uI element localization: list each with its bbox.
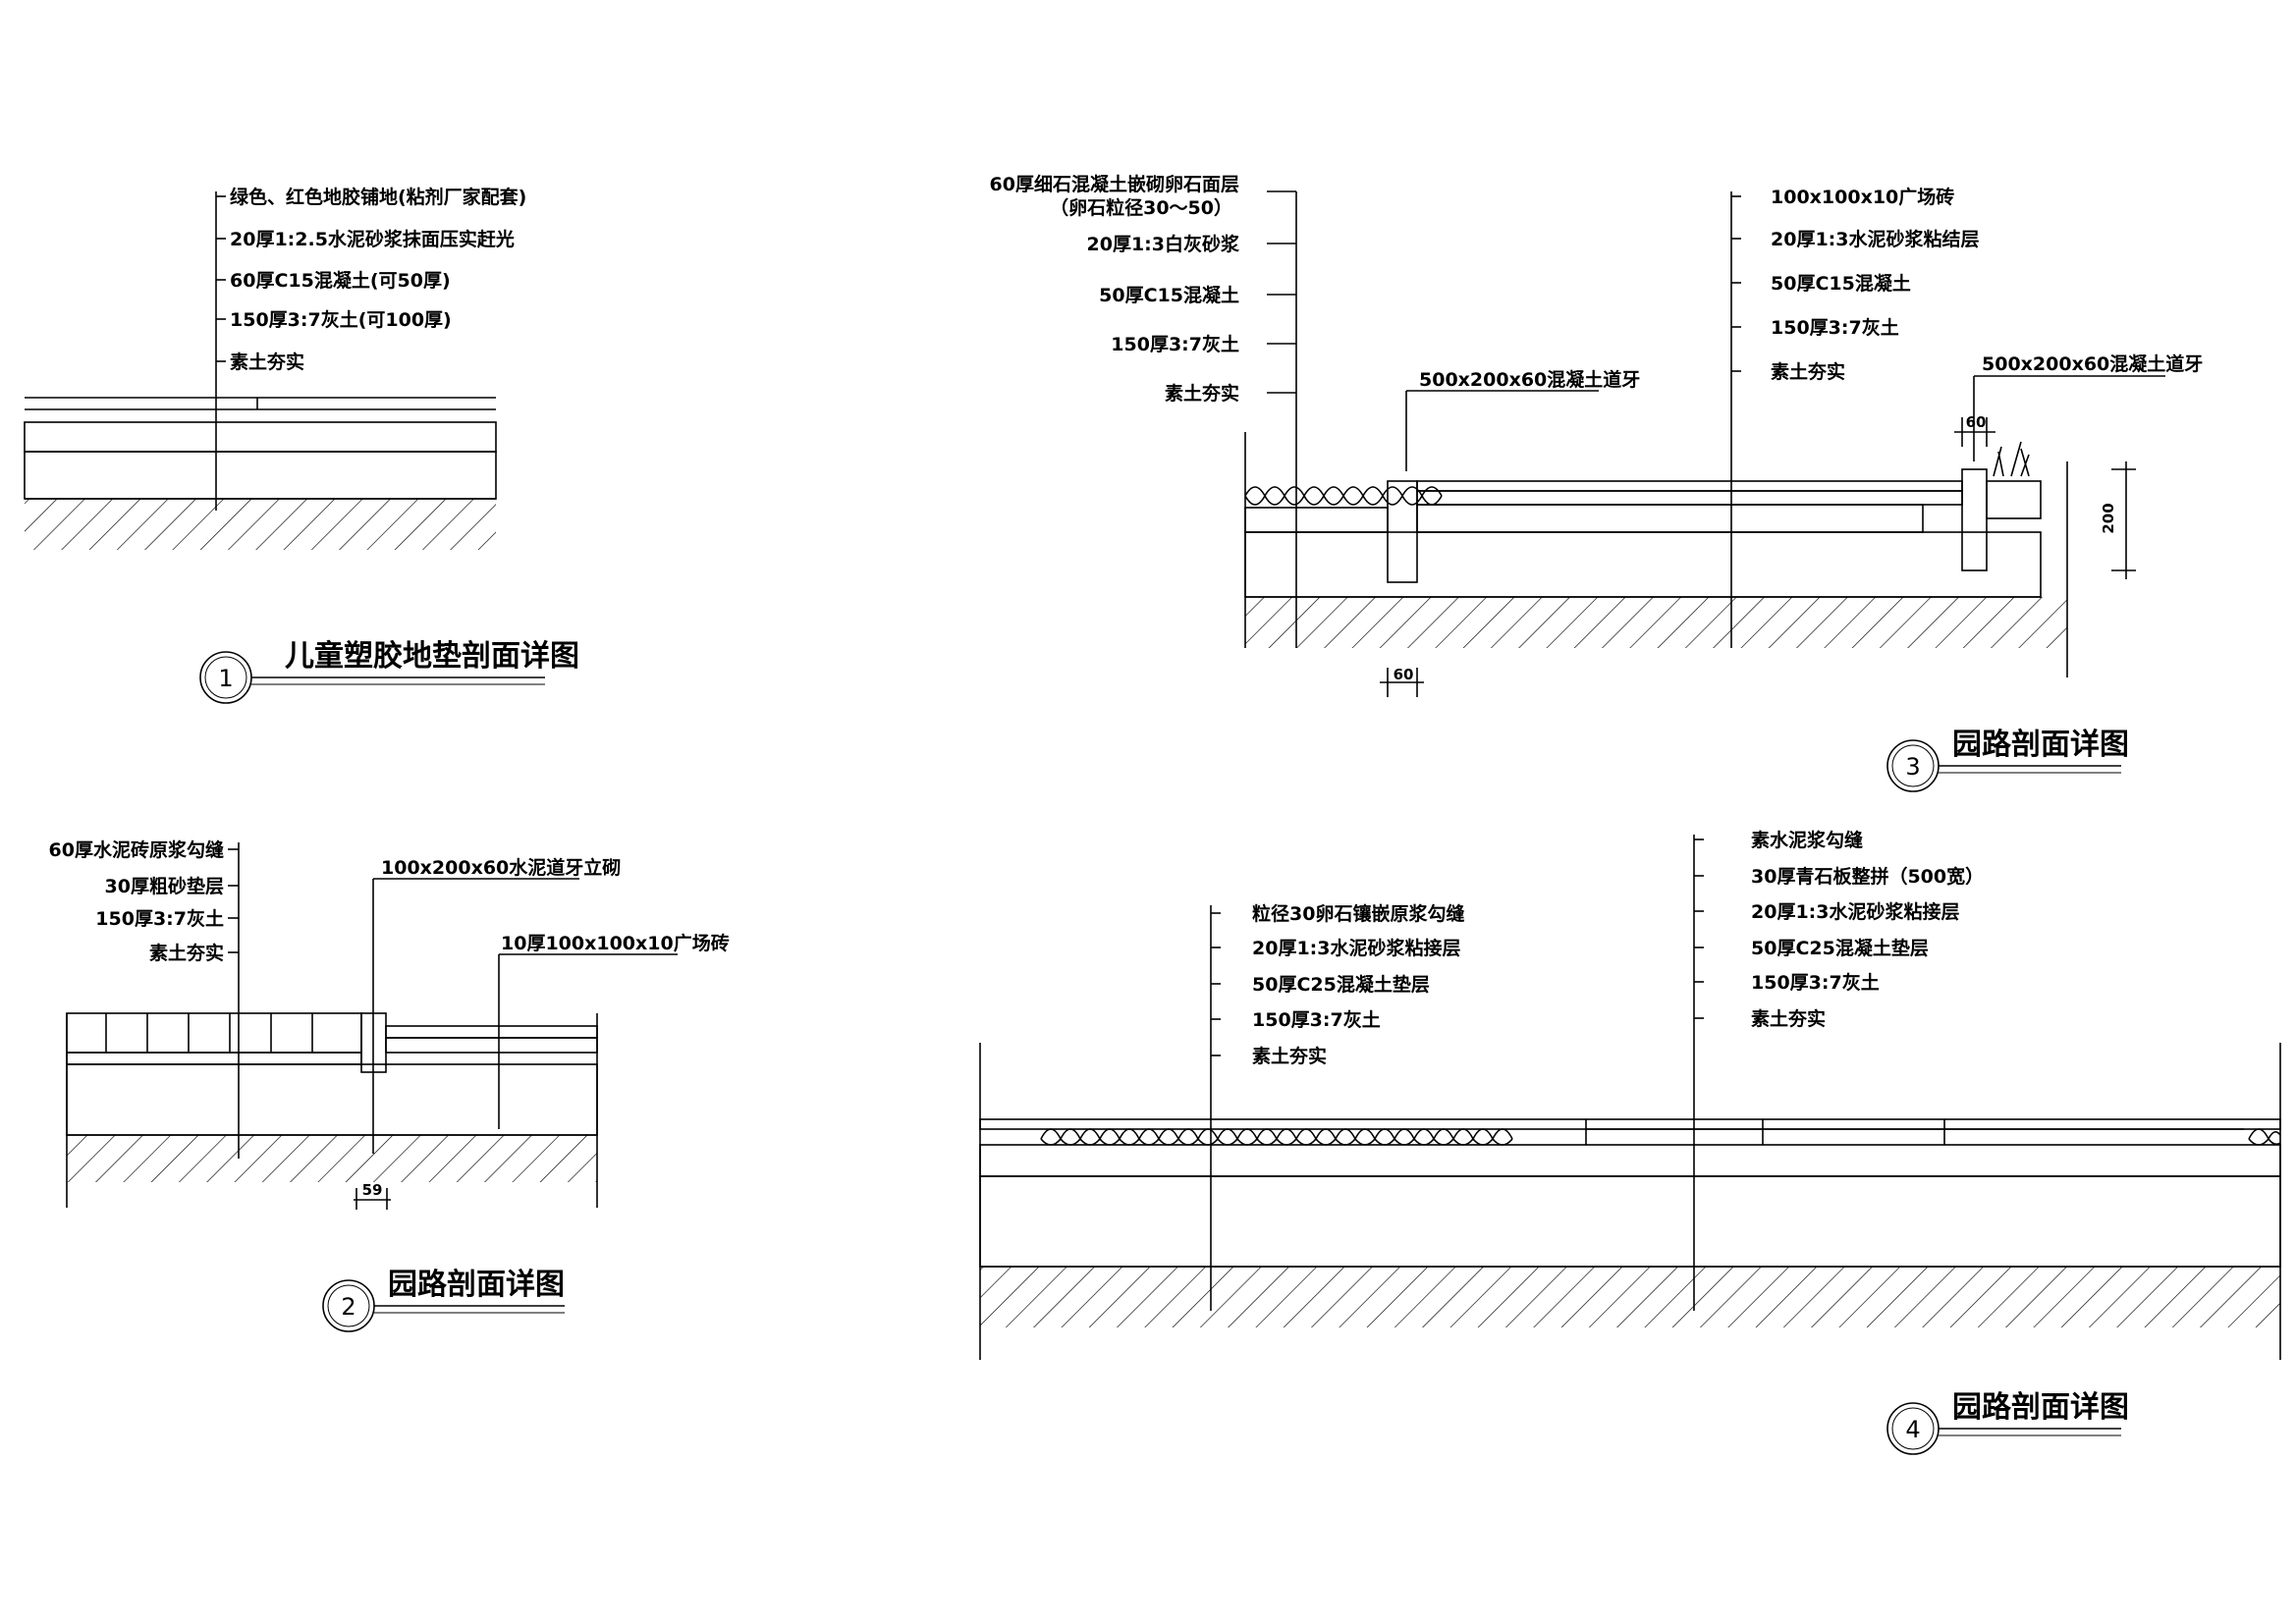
section-3 — [1244, 432, 2068, 677]
detail-number: 4 — [1905, 1416, 1920, 1443]
layer-label: 150厚3:7灰土 — [1751, 971, 1880, 994]
layer-label: 20厚1:3水泥砂浆粘接层 — [1252, 937, 1460, 959]
layer-label: 50厚C25混凝土垫层 — [1252, 973, 1430, 996]
layer-label: 150厚3:7灰土 — [1771, 316, 1899, 339]
detail-number: 2 — [341, 1293, 355, 1321]
layer-label: 150厚3:7灰土 — [95, 907, 224, 930]
layer-label: 60厚水泥砖原浆勾缝 — [49, 839, 224, 861]
detail-title: 园路剖面详图 — [1952, 728, 2129, 762]
layer-label: 绿色、红色地胶铺地(粘剂厂家配套) — [230, 186, 526, 208]
layer-label: 20厚1:2.5水泥砂浆抹面压实赶光 — [230, 228, 515, 250]
section-1 — [24, 397, 497, 550]
dimension-label: 59 — [362, 1181, 383, 1199]
detail-title: 园路剖面详图 — [1952, 1390, 2129, 1425]
layer-label: 素土夯实 — [1771, 360, 1845, 383]
curb-label: 500x200x60混凝土道牙 — [1419, 368, 1640, 391]
layer-label: （卵石粒径30～50） — [1050, 196, 1232, 219]
curb-label: 100x200x60水泥道牙立砌 — [381, 856, 621, 879]
layer-label: 20厚1:3白灰砂浆 — [1087, 233, 1240, 255]
layer-label: 素土夯实 — [1252, 1045, 1327, 1067]
drawing-2: 60厚水泥砖原浆勾缝 30厚粗砂垫层 150厚3:7灰土 素土夯实 100x20… — [49, 839, 730, 1332]
curb-label: 500x200x60混凝土道牙 — [1982, 352, 2203, 375]
layer-label: 60厚细石混凝土嵌砌卵石面层 — [990, 173, 1239, 195]
drawing-1: 绿色、红色地胶铺地(粘剂厂家配套) 20厚1:2.5水泥砂浆抹面压实赶光 60厚… — [24, 186, 579, 704]
section-4 — [979, 1043, 2281, 1360]
layer-label: 素土夯实 — [1165, 382, 1239, 405]
detail-number: 1 — [218, 665, 233, 692]
layer-label: 150厚3:7灰土 — [1111, 333, 1239, 355]
leader-ticks — [216, 195, 226, 362]
tile-label: 10厚100x100x10广场砖 — [501, 932, 730, 954]
section-2 — [66, 1012, 598, 1208]
dimension-label: 60 — [1394, 666, 1414, 683]
layer-label: 粒径30卵石镶嵌原浆勾缝 — [1252, 902, 1464, 925]
layer-label: 150厚3:7灰土 — [1252, 1008, 1381, 1031]
layer-label: 60厚C15混凝土(可50厚) — [230, 269, 451, 292]
layer-label: 100x100x10广场砖 — [1771, 186, 1954, 208]
drawing-4: 粒径30卵石镶嵌原浆勾缝 20厚1:3水泥砂浆粘接层 50厚C25混凝土垫层 1… — [979, 829, 2281, 1455]
layer-label: 素土夯实 — [230, 351, 304, 373]
layer-label: 20厚1:3水泥砂浆粘接层 — [1751, 900, 1959, 923]
layer-label: 150厚3:7灰土(可100厚) — [230, 308, 452, 331]
drawing-3: 60厚细石混凝土嵌砌卵石面层 （卵石粒径30～50） 20厚1:3白灰砂浆 50… — [990, 173, 2203, 792]
dimension-label: 60 — [1966, 413, 1987, 431]
layer-label: 30厚粗砂垫层 — [105, 875, 224, 897]
detail-title: 园路剖面详图 — [388, 1268, 565, 1302]
layer-label: 30厚青石板整拼（500宽） — [1751, 865, 1984, 888]
detail-number: 3 — [1905, 753, 1920, 781]
layer-label: 素土夯实 — [1751, 1007, 1826, 1030]
cobble-layer — [1040, 1128, 2281, 1146]
layer-label: 素水泥浆勾缝 — [1751, 829, 1863, 851]
layer-label: 20厚1:3水泥砂浆粘结层 — [1771, 228, 1979, 250]
detail-title: 儿童塑胶地垫剖面详图 — [285, 639, 579, 674]
layer-label: 素土夯实 — [149, 942, 224, 964]
cobble-layer — [1244, 486, 1443, 506]
dimension-label: 200 — [2100, 503, 2117, 533]
layer-label: 50厚C25混凝土垫层 — [1751, 937, 1929, 959]
layer-label: 50厚C15混凝土 — [1099, 284, 1239, 306]
layer-label: 50厚C15混凝土 — [1771, 272, 1911, 295]
